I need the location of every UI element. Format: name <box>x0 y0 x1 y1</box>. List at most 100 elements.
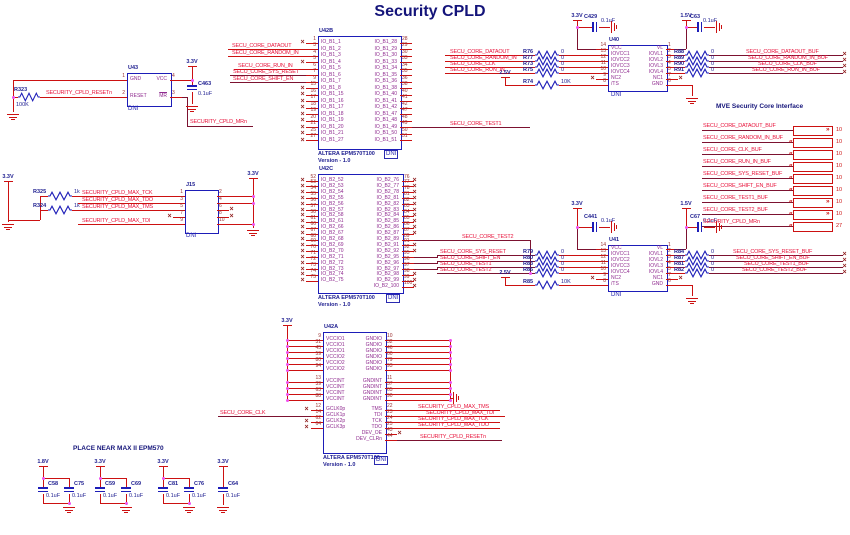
resistor-value: 10K <box>561 279 571 285</box>
power-flag-label: 3.3V <box>571 13 583 19</box>
dni-label: DNI <box>186 233 197 239</box>
ground-symbol <box>67 512 71 514</box>
pin-stub <box>596 66 608 68</box>
capacitor-plate <box>700 22 702 32</box>
offpage-arrow-left-icon: « <box>789 221 793 229</box>
pin-stub <box>306 140 318 141</box>
pin-stub <box>666 254 678 256</box>
offpage-arrow-left-icon: « <box>789 161 793 169</box>
resistor-refdes: R84 <box>674 249 685 255</box>
pin-number: 77 <box>404 179 410 186</box>
net-label: SECU_CORE_TEST1 <box>450 120 502 127</box>
ground-symbol <box>122 509 130 511</box>
pin-number: 9 <box>603 71 606 78</box>
pin-name: GNDIO <box>365 354 382 360</box>
pin-number: 10 <box>600 265 606 272</box>
pin-name: /TS <box>611 281 619 287</box>
wire <box>385 393 450 395</box>
resistor-value: 0 <box>711 261 715 267</box>
ground-symbol <box>7 114 19 116</box>
pin-name: IO_B1_47 <box>374 110 397 117</box>
net-label: SECURITY_CPLD_MAX_TDO <box>82 196 153 203</box>
offpage-page-number: 27 <box>836 222 843 229</box>
pin-stub <box>596 60 608 62</box>
pin-number: 10 <box>600 65 606 72</box>
capacitor-plate <box>592 222 594 232</box>
section-title-mve-interface: MVE Security Core Interface <box>716 103 804 110</box>
power-flag-label: 3.3V <box>247 171 259 177</box>
section-title-place-near: PLACE NEAR MAX II EPM570 <box>73 445 164 452</box>
pin-number: 92 <box>404 244 410 251</box>
pin-number: 61 <box>310 214 316 221</box>
pin-stub <box>385 393 397 395</box>
pin-stub <box>402 286 414 288</box>
pin-stub <box>306 94 318 96</box>
ic-j15 <box>185 190 219 234</box>
pin-number: 97 <box>404 262 410 268</box>
offpage-arrow-left-icon: « <box>789 149 793 157</box>
pin-number: 79 <box>387 356 393 363</box>
ic-version: Version - 1.0 <box>323 462 356 468</box>
pin-name: GNDIO <box>365 336 382 342</box>
wire <box>43 477 69 479</box>
pin-name: IOVL3 <box>648 63 663 69</box>
pin-name: IO_B2_100 <box>373 283 399 290</box>
pin-stub <box>311 393 323 395</box>
wire <box>704 26 715 28</box>
pin-name: IO_B1_15 <box>321 91 344 97</box>
pin-name: IO_B1_20 <box>321 123 344 130</box>
wire <box>559 54 608 56</box>
pin-stub <box>385 369 397 371</box>
pin-name: GCLK1p <box>326 412 346 418</box>
capacitor-plate <box>184 487 194 489</box>
wire <box>402 257 437 259</box>
pin-stub <box>385 351 397 353</box>
pin-name: NC1 <box>652 75 663 81</box>
capacitor-plate <box>38 487 48 489</box>
pin-number: 90 <box>387 392 393 399</box>
pin-number: 10 <box>219 216 225 223</box>
junction-dot <box>684 25 688 29</box>
resistor-value: 0 <box>711 49 715 55</box>
wire <box>13 96 18 98</box>
wire <box>559 60 608 62</box>
pin-number: 47 <box>402 107 408 113</box>
pin-number: 8 <box>603 77 606 84</box>
capacitor-plate <box>700 222 702 232</box>
pin-stub <box>402 221 414 223</box>
wire <box>691 85 693 96</box>
wire <box>43 502 69 504</box>
net-label: SECU_CORE_CLK <box>220 409 266 416</box>
wire <box>100 477 126 479</box>
no-connect-marker: × <box>842 251 847 258</box>
pin-number: 14 <box>315 408 321 415</box>
pin-stub <box>311 387 323 389</box>
dni-label: DNI <box>611 92 622 98</box>
pin-number: 33 <box>402 55 408 61</box>
capacitor-plate <box>64 490 74 492</box>
no-connect-marker: × <box>300 206 305 214</box>
resistor-r91 <box>685 68 709 78</box>
pin-stub <box>400 55 412 57</box>
capacitor-value: 0.1uF <box>72 493 87 499</box>
pin-number: 51 <box>402 133 408 139</box>
pin-stub <box>400 127 412 128</box>
junction-dot <box>528 271 532 275</box>
net-label: SECU_CORE_TEST2_BUF <box>742 266 807 273</box>
offpage-arrow-right-icon: » <box>826 209 830 217</box>
offpage-arrow-left-icon: « <box>789 209 793 217</box>
pin-number: 11 <box>600 59 606 66</box>
net-label: SECU_CORE_SYS_RESET_BUF <box>733 248 813 255</box>
pin-name: VL <box>656 45 663 51</box>
pin-name: IO_B2_68 <box>321 236 344 242</box>
pin-stub <box>666 78 678 80</box>
wire <box>163 502 189 504</box>
capacitor-plate <box>697 222 699 232</box>
wire <box>702 153 793 155</box>
pin-number: 43 <box>387 426 393 433</box>
pin-name: VCCIO1 <box>326 348 345 354</box>
pin-number: 6 <box>219 202 222 209</box>
no-connect-marker: × <box>412 283 417 291</box>
ic-u41 <box>608 245 668 292</box>
net-label: SECU_CORE_SYS_RESET <box>233 69 299 75</box>
